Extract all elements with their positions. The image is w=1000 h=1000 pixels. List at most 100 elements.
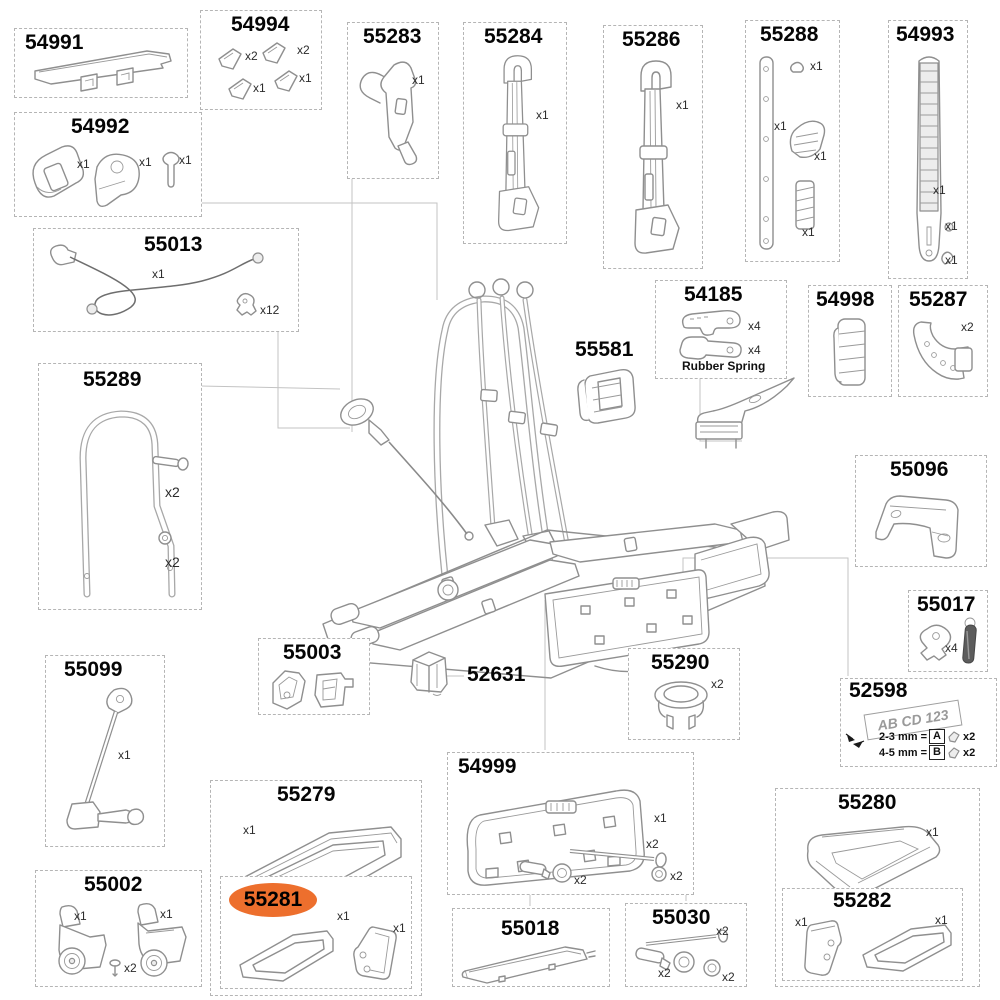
part-number-54993: 54993 (896, 23, 955, 46)
qty-label: x2 (716, 924, 729, 938)
qty-label: x1 (243, 823, 256, 837)
part-number-54998: 54998 (816, 288, 875, 311)
part-box-54999[interactable]: 54999 x1 x2 x2 x2 (447, 752, 694, 895)
part-box-55282[interactable]: 55282 x1 x1 (782, 888, 963, 981)
part-box-55284[interactable]: 55284 x1 (463, 22, 567, 244)
part-box-54993[interactable]: 54993 x1 x1 x1 (888, 20, 968, 279)
part-number-54185: 54185 (684, 283, 743, 306)
support-arm-icon (634, 60, 680, 254)
part-box-54992[interactable]: 54992 x1 x1 x1 (14, 112, 202, 217)
part-box-55290[interactable]: 55290 x2 (628, 648, 740, 740)
clip-mini-icon (948, 730, 960, 743)
qty-label: x1 (935, 913, 948, 927)
lock-lever-icon (32, 145, 180, 208)
slide-rail-icon (461, 946, 596, 984)
clip-size-row-b: 4-5 mm = B x2 (879, 745, 975, 760)
part-box-55013[interactable]: 55013 x1 x12 (33, 228, 299, 332)
part-number-55288: 55288 (760, 23, 819, 46)
part-number-52631[interactable]: 52631 (467, 663, 526, 686)
letter-a: A (929, 729, 945, 744)
tray-cover-icon (353, 926, 397, 980)
part-box-55030[interactable]: 55030 x2 x2 x2 (625, 903, 747, 987)
part-number-54991: 54991 (25, 31, 84, 54)
qty-label: x2 (962, 730, 976, 743)
qty-label: x1 (676, 98, 689, 112)
part-number-55096: 55096 (890, 458, 949, 481)
rubber-spring-caption: Rubber Spring (682, 359, 766, 373)
part-box-55286[interactable]: 55286 x1 (603, 25, 703, 269)
part-box-52598[interactable]: 52598 AB CD 123 2-3 mm = A x2 4-5 mm = B… (840, 678, 997, 767)
part-number-55013: 55013 (144, 233, 203, 256)
part-number-55283: 55283 (363, 25, 422, 48)
qty-label: x1 (77, 157, 90, 171)
wheel-tray-icon (862, 924, 952, 972)
part-number-55018: 55018 (501, 917, 560, 940)
qty-label: x1 (945, 253, 958, 267)
part-box-54994[interactable]: 54994 x2 x2 x1 x1 (200, 10, 322, 110)
part-number-55030: 55030 (652, 906, 711, 929)
part-box-55279[interactable]: 55279 x1 55281 x1 x1 (210, 780, 422, 996)
part-box-55099[interactable]: 55099 x1 (45, 655, 165, 847)
qty-label: x2 (245, 49, 258, 63)
qty-label: x1 (774, 119, 787, 133)
letter-b: B (929, 745, 945, 760)
nut-icon (703, 959, 721, 977)
end-bracket-icon (272, 670, 354, 710)
clip-size-row-a: 2-3 mm = A x2 (879, 729, 975, 744)
screw-icon (152, 455, 189, 471)
roof-rail-icon (34, 50, 172, 92)
part-box-55281[interactable]: 55281 x1 x1 (220, 876, 412, 989)
part-number-55290: 55290 (651, 651, 710, 674)
part-number-55099: 55099 (64, 658, 123, 681)
part-box-55283[interactable]: 55283 x1 (347, 22, 439, 179)
qty-label: x1 (795, 915, 808, 929)
qty-label: x1 (393, 921, 406, 935)
qty-label: x1 (412, 73, 425, 87)
highlighted-part-number-55281[interactable]: 55281 (229, 883, 317, 917)
part-box-55003[interactable]: 55003 (258, 638, 370, 715)
part-box-54991[interactable]: 54991 (14, 28, 188, 98)
rubber-spring-icon (681, 309, 741, 336)
qty-label: x2 (670, 869, 683, 883)
part-box-55287[interactable]: 55287 x2 (898, 285, 988, 397)
qty-label: x2 (722, 970, 735, 984)
part-box-55002[interactable]: 55002 x1 x1 x2 (35, 870, 202, 987)
qty-label: x1 (74, 909, 87, 923)
qty-label: x1 (536, 108, 549, 122)
frame-hook-icon (359, 61, 418, 166)
safety-clip-icon (919, 624, 952, 661)
part-box-55018[interactable]: 55018 (452, 908, 610, 987)
qty-label: x1 (337, 909, 350, 923)
qty-label: x1 (152, 267, 165, 281)
part-box-55289[interactable]: 55289 x2 x2 (38, 363, 202, 610)
part-number-55279: 55279 (277, 783, 336, 806)
part-box-55280[interactable]: 55280 x1 55282 x1 x1 (775, 788, 980, 987)
strap-pad-icon (833, 318, 866, 386)
part-number-52598: 52598 (849, 679, 908, 702)
part-box-55096[interactable]: 55096 (855, 455, 987, 567)
part-number-55284: 55284 (484, 25, 543, 48)
part-box-55017[interactable]: 55017 x4 (908, 590, 988, 672)
qty-label: x1 (160, 907, 173, 921)
part-box-54185[interactable]: 54185 x4 x4 Rubber Spring (655, 280, 787, 379)
qty-label: x1 (926, 825, 939, 839)
corner-bracket-icon (875, 495, 959, 559)
u-frame-icon (79, 410, 176, 598)
measure-arrows-icon (845, 733, 865, 748)
part-number-55581[interactable]: 55581 (575, 338, 634, 361)
clip-set-icon (218, 42, 298, 100)
locking-pin-icon (962, 617, 977, 664)
qty-label: x2 (574, 873, 587, 887)
bolt-icon (635, 947, 695, 973)
qty-label: x2 (124, 961, 137, 975)
wheel-bracket-icon (58, 904, 107, 975)
part-box-55288[interactable]: 55288 x1 x1 x1 x1 (745, 20, 840, 262)
qty-label: x2 (962, 746, 976, 759)
wheel-bracket-icon (137, 902, 187, 977)
wheel-cradle-icon (912, 321, 973, 380)
qty-label: x2 (297, 43, 310, 57)
part-box-54998[interactable]: 54998 (808, 285, 892, 397)
tray-end-cap-icon (806, 825, 941, 899)
clip-mini-icon (948, 746, 960, 759)
